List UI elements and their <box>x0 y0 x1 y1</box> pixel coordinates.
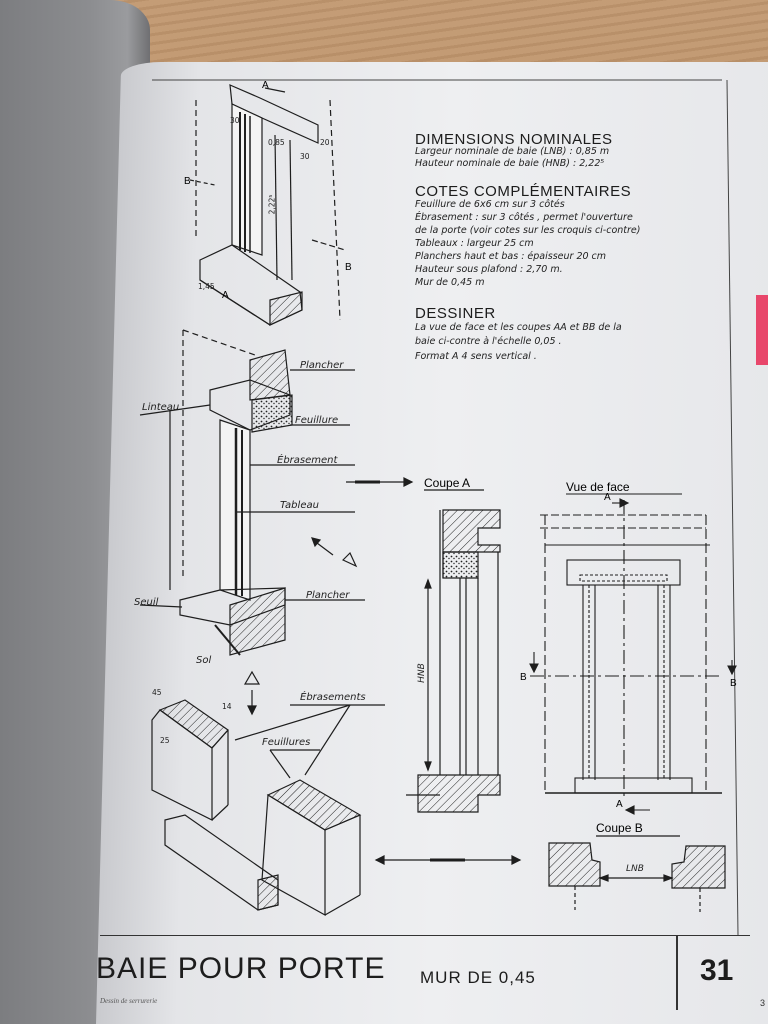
front-view-drawing <box>529 493 737 815</box>
label-a-iso: A <box>262 80 269 91</box>
label-hnb: HNB <box>416 663 427 683</box>
complementary-line: de la porte (voir cotes sur les croquis … <box>415 225 641 236</box>
label-vue-de-face: Vue de face <box>566 480 630 494</box>
dimension-line: Hauteur nominale de baie (HNB) : 2,22⁵ <box>415 158 605 169</box>
iso-drawing-bottom <box>151 670 522 917</box>
label-a-iso-bottom: A <box>222 290 229 301</box>
label-ebrasement: Ébrasement <box>277 455 338 466</box>
label-plancher-top: Plancher <box>300 360 344 371</box>
title-divider <box>676 936 678 1010</box>
label-coupe-a: Coupe A <box>424 476 471 490</box>
draw-line: La vue de face et les coupes AA et BB de… <box>415 322 622 333</box>
complementary-line: Mur de 0,45 m <box>415 277 485 288</box>
label-ebrasements: Ébrasements <box>300 692 366 703</box>
complementary-line: Tableaux : largeur 25 cm <box>415 238 534 249</box>
label-sol: Sol <box>196 655 212 666</box>
draw-line: Format A 4 sens vertical . <box>415 351 537 362</box>
label-feuillures: Feuillures <box>262 737 311 748</box>
dim-225: 2,22⁵ <box>267 194 277 215</box>
complementary-line: Planchers haut et bas : épaisseur 20 cm <box>415 251 607 262</box>
corner-number: 3 <box>760 998 766 1008</box>
dim-145: 1,45 <box>198 282 215 291</box>
label-tableau: Tableau <box>280 500 319 511</box>
dim-25: 25 <box>160 736 170 745</box>
label-b-left: B <box>520 672 527 683</box>
label-lnb: LNB <box>626 864 644 874</box>
complementary-line: Feuillure de 6x6 cm sur 3 côtés <box>415 199 565 210</box>
label-b-iso-right: B <box>345 262 352 273</box>
complementary-line: Hauteur sous plafond : 2,70 m. <box>415 264 563 275</box>
title-block <box>100 935 750 1006</box>
label-plancher-bottom: Plancher <box>306 590 350 601</box>
label-feuillure: Feuillure <box>295 415 339 426</box>
credit-line: Dessin de serrurerie <box>100 997 158 1005</box>
section-b-drawing <box>548 835 726 912</box>
dim-30b: 30 <box>300 152 310 161</box>
dim-085: 0,85 <box>268 138 285 147</box>
label-coupe-b: Coupe B <box>596 821 643 835</box>
draw-heading: DESSINER <box>415 305 496 322</box>
section-a-drawing <box>406 489 501 813</box>
label-a-bottom: A <box>616 799 623 810</box>
iso-drawing-middle <box>139 329 414 656</box>
dim-20: 20 <box>320 138 330 147</box>
dim-45: 45 <box>152 688 162 697</box>
page-title: BAIE POUR PORTE <box>96 952 386 985</box>
label-b-iso-left: B <box>184 176 191 187</box>
dimension-line: Largeur nominale de baie (LNB) : 0,85 m <box>415 146 610 157</box>
complementary-line: Ébrasement : sur 3 côtés , permet l'ouve… <box>415 212 633 223</box>
label-linteau: Linteau <box>142 402 180 413</box>
dim-30: 30 <box>230 116 240 125</box>
label-seuil: Seuil <box>134 597 159 608</box>
complementary-heading: COTES COMPLÉMENTAIRES <box>415 183 632 200</box>
page-subtitle: MUR DE 0,45 <box>420 968 536 987</box>
label-b-right: B <box>730 678 737 689</box>
dim-14: 14 <box>222 702 232 711</box>
draw-line: baie ci-contre à l'échelle 0,05 . <box>415 336 562 347</box>
iso-drawing-top <box>189 84 346 326</box>
page-number: 31 <box>700 954 734 987</box>
label-a-top: A <box>604 492 611 503</box>
bookmark-tab <box>756 295 768 365</box>
dimensions-heading: DIMENSIONS NOMINALES <box>415 131 613 148</box>
